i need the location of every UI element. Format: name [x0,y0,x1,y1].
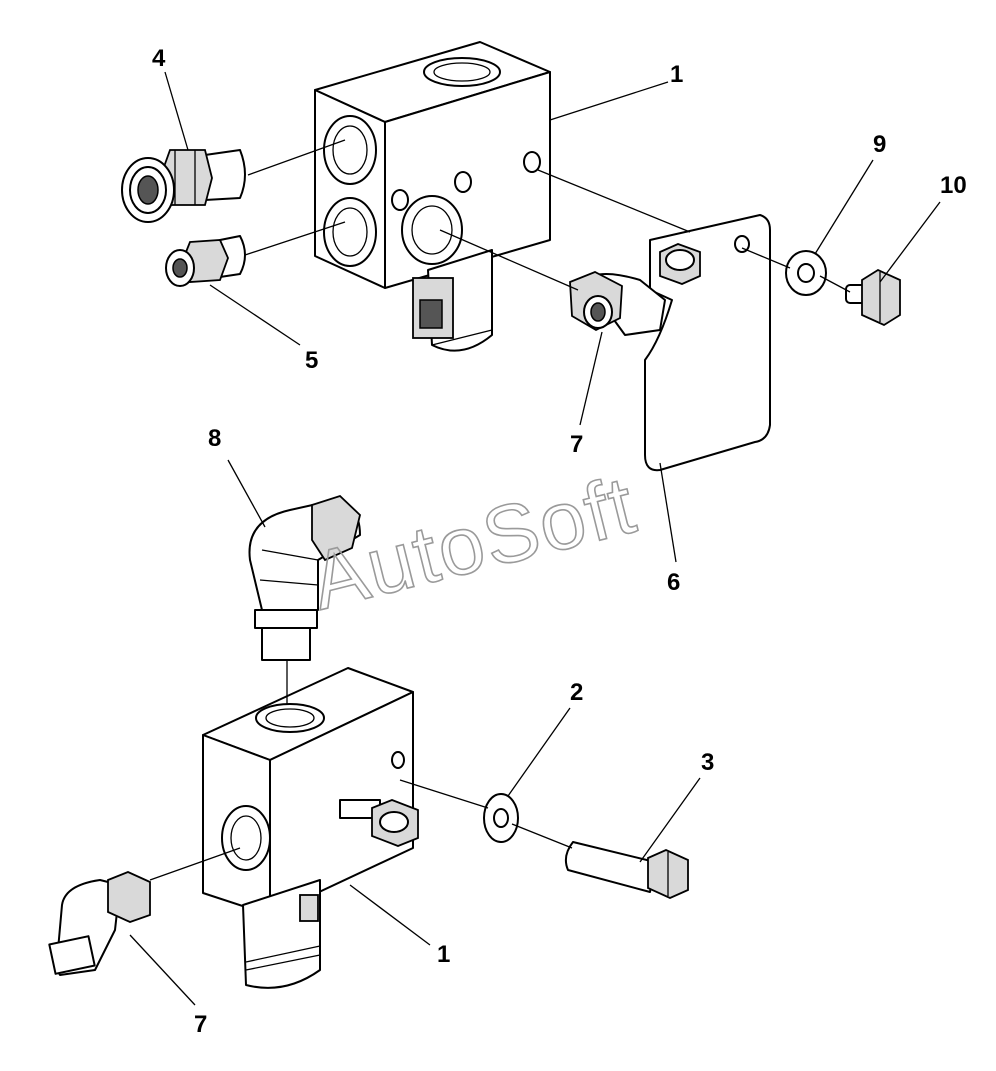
watermark-text: AutoSoft [302,459,645,627]
elbow-fitting-part-7-bottom [48,871,151,976]
callout-6: 6 [667,569,680,596]
callout-7-bottom: 7 [194,1011,207,1038]
callout-1-top: 1 [670,61,683,88]
callout-2: 2 [570,679,583,706]
bolt-part-10 [845,268,901,327]
valve-block-bottom [202,667,419,989]
callout-labels: 1 4 5 7 8 9 10 6 2 3 1 7 [152,45,967,1038]
callout-8: 8 [208,425,221,452]
callout-10: 10 [940,172,967,199]
fitting-part-4 [121,149,246,223]
valve-block-top [314,41,551,352]
callout-1-bottom: 1 [437,941,450,968]
fitting-part-5 [165,235,246,287]
bracket-part-6 [644,214,771,472]
elbow-fitting-part-7-top [569,271,666,336]
callout-9: 9 [873,131,886,158]
callout-5: 5 [305,347,318,374]
washer-part-9 [785,250,827,296]
callout-leaders [129,71,941,1006]
callout-3: 3 [701,749,714,776]
elbow-fitting-part-8 [248,494,361,661]
assembly-lines [149,139,851,881]
callout-7-top: 7 [570,431,583,458]
washer-part-2 [483,793,519,843]
callout-4: 4 [152,45,166,72]
bolt-part-3 [564,841,689,899]
